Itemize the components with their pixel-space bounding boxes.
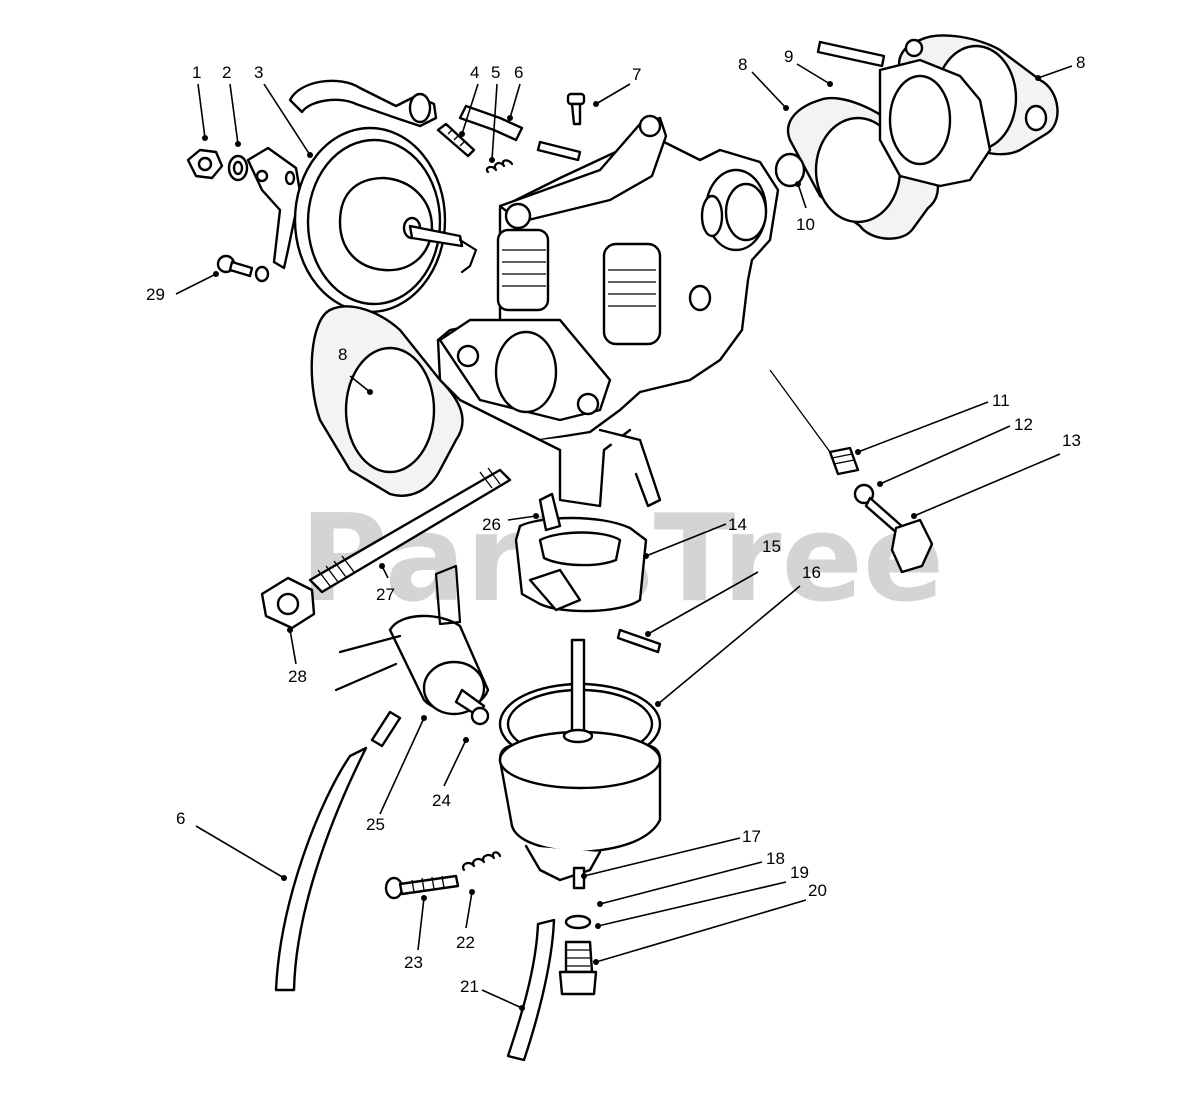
callout-10: 10 xyxy=(796,215,815,234)
idle-needle-drawing xyxy=(828,446,934,574)
callout-leaders xyxy=(175,63,1073,1011)
callout-16: 16 xyxy=(802,563,821,582)
screw-23-drawing xyxy=(384,874,460,900)
callout-27: 27 xyxy=(376,585,395,604)
lock-washer-drawing xyxy=(227,154,249,182)
bracket-drawing xyxy=(246,146,302,270)
callout-6-top: 6 xyxy=(514,63,523,82)
screw-7-drawing xyxy=(566,92,586,126)
callout-3: 3 xyxy=(254,63,263,82)
short-hose-drawing xyxy=(506,918,556,1062)
carburetor-body-drawing xyxy=(436,114,780,508)
callout-28: 28 xyxy=(288,667,307,686)
part-drawings xyxy=(186,34,1059,1062)
screw-drawing xyxy=(436,122,476,158)
callout-4: 4 xyxy=(470,63,479,82)
callout-18: 18 xyxy=(766,849,785,868)
callout-6-bottom: 6 xyxy=(176,809,185,828)
callout-22: 22 xyxy=(456,933,475,952)
spring-22-drawing xyxy=(462,851,502,872)
callout-5: 5 xyxy=(491,63,500,82)
float-bowl-drawing xyxy=(498,638,662,882)
hex-nut-drawing xyxy=(186,148,224,180)
callout-11: 11 xyxy=(992,391,1010,410)
callout-24: 24 xyxy=(432,791,451,810)
callout-29: 29 xyxy=(146,285,165,304)
callout-19: 19 xyxy=(790,863,809,882)
callout-labels: 1 2 3 4 5 6 7 8 9 8 10 11 12 13 8 26 14 … xyxy=(146,47,1085,996)
long-fuel-line-drawing xyxy=(274,746,368,992)
callout-12: 12 xyxy=(1014,415,1033,434)
fuel-line-drawing xyxy=(458,104,524,142)
callout-26: 26 xyxy=(482,515,501,534)
callout-23: 23 xyxy=(404,953,423,972)
callout-17: 17 xyxy=(742,827,761,846)
callout-14: 14 xyxy=(728,515,747,534)
callout-21: 21 xyxy=(460,977,479,996)
fuel-solenoid-drawing xyxy=(334,564,490,748)
callout-7: 7 xyxy=(632,65,641,84)
callout-8-left: 8 xyxy=(338,345,347,364)
float-drawing xyxy=(514,492,648,613)
float-pin-drawing xyxy=(616,628,662,654)
callout-20: 20 xyxy=(808,881,827,900)
left-gasket-drawing xyxy=(260,305,512,630)
callout-8-top-right: 8 xyxy=(1076,53,1085,72)
callout-1: 1 xyxy=(192,63,201,82)
screw-29-drawing xyxy=(216,254,270,283)
spring-drawing xyxy=(485,159,514,174)
callout-13: 13 xyxy=(1062,431,1081,450)
drain-screw-drawing xyxy=(558,866,598,996)
callout-8-top-left: 8 xyxy=(738,55,747,74)
callout-2: 2 xyxy=(222,63,231,82)
callout-25: 25 xyxy=(366,815,385,834)
intake-gaskets-drawing xyxy=(774,34,1059,240)
callout-15: 15 xyxy=(762,537,781,556)
air-cleaner-housing-drawing xyxy=(288,79,478,314)
callout-9: 9 xyxy=(784,47,793,66)
